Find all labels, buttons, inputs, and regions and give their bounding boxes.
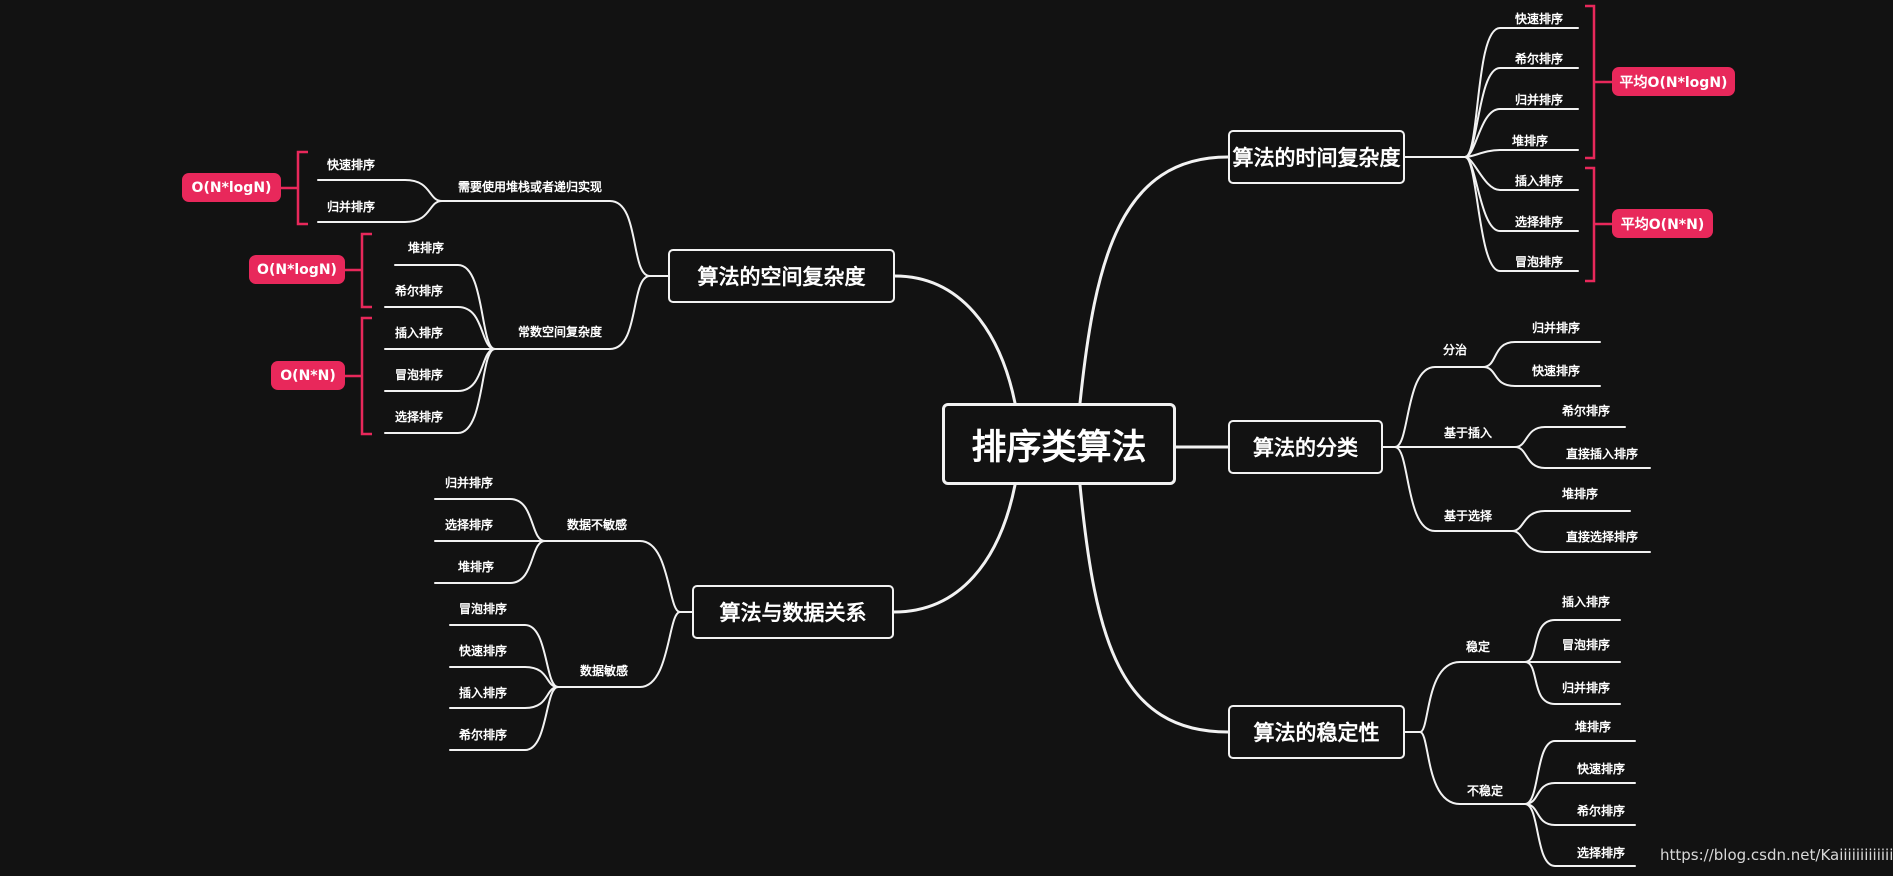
leaf-node[interactable]: 插入排序 bbox=[458, 686, 508, 700]
group-label[interactable]: 需要使用堆栈或者递归实现 bbox=[457, 180, 603, 194]
leaf-node[interactable]: 直接选择排序 bbox=[1565, 530, 1639, 544]
leaf-node[interactable]: 堆排序 bbox=[1561, 487, 1599, 501]
leaf-node[interactable]: 快速排序 bbox=[1514, 12, 1564, 26]
leaf-node[interactable]: 冒泡排序 bbox=[1514, 255, 1564, 269]
group-label[interactable]: 基于插入 bbox=[1443, 426, 1493, 440]
leaf-node[interactable]: 选择排序 bbox=[1514, 215, 1564, 229]
leaf-node[interactable]: 快速排序 bbox=[458, 644, 508, 658]
branch-space-complexity[interactable]: 算法的空间复杂度 bbox=[668, 249, 895, 303]
group-label[interactable]: 稳定 bbox=[1465, 640, 1491, 654]
leaf-node[interactable]: 快速排序 bbox=[326, 158, 376, 172]
leaf-node[interactable]: 快速排序 bbox=[1531, 364, 1581, 378]
leaf-node[interactable]: 希尔排序 bbox=[394, 284, 444, 298]
group-label[interactable]: 数据敏感 bbox=[579, 664, 629, 678]
group-label[interactable]: 常数空间复杂度 bbox=[517, 325, 603, 339]
leaf-node[interactable]: 堆排序 bbox=[1574, 720, 1612, 734]
leaf-node[interactable]: 归并排序 bbox=[1531, 321, 1581, 335]
branch-time-complexity[interactable]: 算法的时间复杂度 bbox=[1228, 130, 1405, 184]
leaf-node[interactable]: 堆排序 bbox=[1511, 134, 1549, 148]
leaf-node[interactable]: 堆排序 bbox=[407, 241, 445, 255]
leaf-node[interactable]: 冒泡排序 bbox=[458, 602, 508, 616]
complexity-tag: 平均O(N*N) bbox=[1612, 209, 1713, 238]
branch-stability[interactable]: 算法的稳定性 bbox=[1228, 705, 1405, 759]
group-label[interactable]: 数据不敏感 bbox=[566, 518, 628, 532]
leaf-node[interactable]: 堆排序 bbox=[457, 560, 495, 574]
watermark: https://blog.csdn.net/Kaiiiiiiiiiiiii bbox=[1660, 846, 1893, 864]
branch-data-relation[interactable]: 算法与数据关系 bbox=[692, 585, 894, 639]
leaf-node[interactable]: 选择排序 bbox=[1576, 846, 1626, 860]
leaf-node[interactable]: 直接插入排序 bbox=[1565, 447, 1639, 461]
group-label[interactable]: 不稳定 bbox=[1466, 784, 1504, 798]
complexity-tag: O(N*logN) bbox=[249, 255, 345, 284]
leaf-node[interactable]: 希尔排序 bbox=[1576, 804, 1626, 818]
leaf-node[interactable]: 冒泡排序 bbox=[394, 368, 444, 382]
leaf-node[interactable]: 希尔排序 bbox=[1514, 52, 1564, 66]
leaf-node[interactable]: 希尔排序 bbox=[1561, 404, 1611, 418]
leaf-node[interactable]: 插入排序 bbox=[394, 326, 444, 340]
complexity-tag: O(N*logN) bbox=[182, 173, 281, 202]
leaf-node[interactable]: 归并排序 bbox=[444, 476, 494, 490]
complexity-tag: 平均O(N*logN) bbox=[1612, 67, 1735, 96]
root-node[interactable]: 排序类算法 bbox=[942, 403, 1176, 485]
leaf-node[interactable]: 归并排序 bbox=[326, 200, 376, 214]
leaf-node[interactable]: 快速排序 bbox=[1576, 762, 1626, 776]
leaf-node[interactable]: 插入排序 bbox=[1514, 174, 1564, 188]
group-label[interactable]: 基于选择 bbox=[1443, 509, 1493, 523]
leaf-node[interactable]: 选择排序 bbox=[444, 518, 494, 532]
leaf-node[interactable]: 选择排序 bbox=[394, 410, 444, 424]
group-label[interactable]: 分治 bbox=[1442, 343, 1468, 357]
leaf-node[interactable]: 插入排序 bbox=[1561, 595, 1611, 609]
leaf-node[interactable]: 冒泡排序 bbox=[1561, 638, 1611, 652]
leaf-node[interactable]: 归并排序 bbox=[1514, 93, 1564, 107]
branch-classification[interactable]: 算法的分类 bbox=[1228, 420, 1383, 474]
leaf-node[interactable]: 希尔排序 bbox=[458, 728, 508, 742]
complexity-tag: O(N*N) bbox=[271, 361, 345, 390]
leaf-node[interactable]: 归并排序 bbox=[1561, 681, 1611, 695]
